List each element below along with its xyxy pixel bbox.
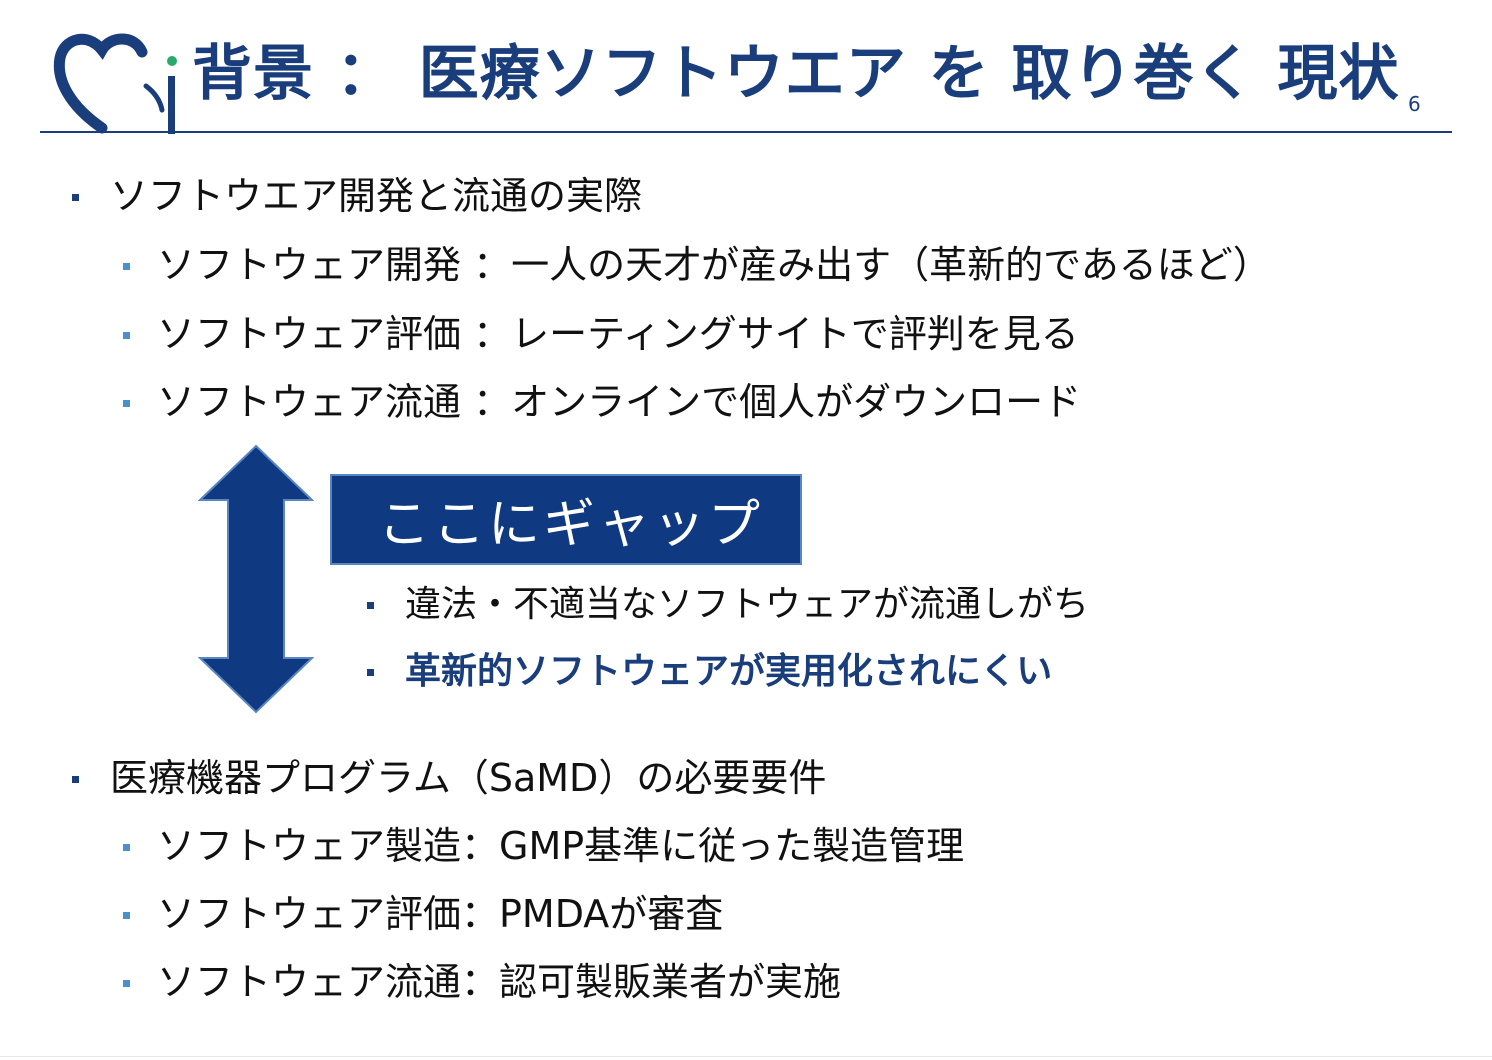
heart-logo-icon [53,33,177,134]
page-title: 背景 ： 医療ソフトウエア を 取り巻く 現状 [192,39,1400,109]
list-item-text: ソフトウェア評価 ：レーティングサイトで評判を見る [157,312,1079,356]
bullet-square-icon [123,844,130,851]
bullet-square-icon [123,263,130,270]
double-vertical-arrow-icon [198,444,314,714]
gap-point-emphasized: 革新的ソフトウェアが実用化されにくい [367,650,1053,693]
list-item: ソフトウェア開発 ：一人の天才が産み出す（革新的であるほど） [123,243,1271,289]
bullet-square-icon [123,980,130,987]
section-heading-text: ソフトウエア開発と流通の実際 [110,174,643,218]
section-heading-text: 医療機器プログラム（SaMD）の必要要件 [110,756,827,800]
list-item: ソフトウェア評価：PMDAが審査 [123,892,724,938]
list-item: ソフトウェア製造：GMP基準に従った製造管理 [123,824,965,870]
bullet-square-icon [123,400,130,407]
list-item: ソフトウェア流通：認可製販業者が実施 [123,960,842,1006]
list-item-text: ソフトウェア製造：GMP基準に従った製造管理 [157,824,965,868]
section-heading-software-practice: ソフトウエア開発と流通の実際 [72,174,643,220]
bullet-square-icon [367,669,374,676]
list-item-text: ソフトウェア流通 ：オンラインで個人がダウンロード [157,380,1082,424]
footer-divider [0,1056,1492,1057]
page-number: 6 [1408,92,1421,116]
bullet-square-icon [123,332,130,339]
gap-point-text: 革新的ソフトウェアが実用化されにくい [405,651,1053,692]
list-item-text: ソフトウェア流通：認可製販業者が実施 [157,960,842,1004]
bullet-square-icon [72,194,79,201]
gap-point: 違法・不適当なソフトウェアが流通しがち [367,583,1090,626]
list-item-text: ソフトウェア開発 ：一人の天才が産み出す（革新的であるほど） [157,243,1271,287]
gap-callout: ここにギャップ [330,474,802,565]
bullet-square-icon [367,602,374,609]
list-item: ソフトウェア流通 ：オンラインで個人がダウンロード [123,380,1082,426]
bullet-square-icon [72,776,79,783]
title-divider [40,131,1452,133]
gap-point-text: 違法・不適当なソフトウェアが流通しがち [405,584,1090,625]
bullet-square-icon [123,912,130,919]
list-item-text: ソフトウェア評価：PMDAが審査 [157,892,724,936]
section-heading-samd-requirements: 医療機器プログラム（SaMD）の必要要件 [72,756,827,802]
list-item: ソフトウェア評価 ：レーティングサイトで評判を見る [123,312,1079,358]
